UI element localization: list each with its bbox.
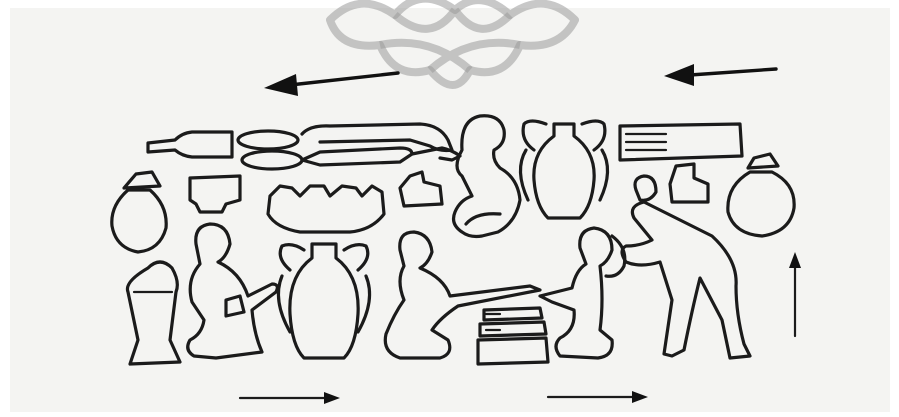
line-drawing-figure <box>0 0 899 417</box>
